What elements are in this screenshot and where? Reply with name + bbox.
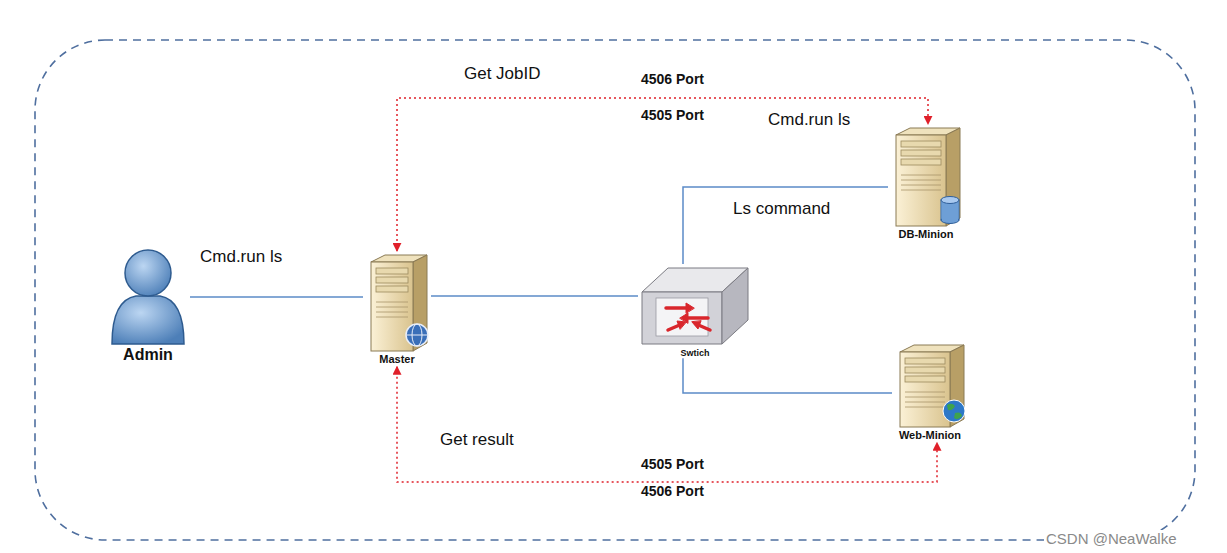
switch-node: Swtich — [638, 264, 752, 358]
server-node: Web-Minion — [892, 342, 968, 442]
message-flow — [397, 98, 928, 251]
node-label: Admin — [123, 346, 173, 364]
network-link — [190, 296, 363, 298]
edge-label: Get JobID — [462, 64, 543, 84]
switch-icon — [638, 264, 752, 348]
node-label: Web-Minion — [899, 429, 961, 442]
network-link — [683, 187, 888, 264]
node-label: DB-Minion — [899, 228, 954, 241]
server-icon — [888, 125, 964, 228]
port-label: 4505 Port — [639, 456, 706, 472]
watermark: CSDN @NeaWalke — [1044, 530, 1179, 547]
server-icon — [892, 342, 968, 429]
port-label: 4506 Port — [639, 483, 706, 499]
server-node: Master — [363, 252, 431, 366]
server-icon — [363, 252, 431, 353]
edge-label: Ls command — [731, 199, 832, 219]
person-node: Admin — [106, 246, 190, 364]
network-link — [683, 358, 892, 393]
node-label: Swtich — [680, 348, 709, 358]
port-label: Cmd.run ls — [766, 110, 852, 130]
network-link — [431, 295, 638, 297]
node-label: Master — [379, 353, 414, 366]
edge-label: Cmd.run ls — [198, 247, 284, 267]
port-label: 4506 Port — [639, 71, 706, 87]
server-node: DB-Minion — [888, 125, 964, 241]
person-icon — [106, 246, 190, 346]
port-label: 4505 Port — [639, 107, 706, 123]
message-flow — [397, 367, 937, 482]
dashed-boundary — [35, 40, 1195, 540]
edge-label: Get result — [438, 430, 516, 450]
